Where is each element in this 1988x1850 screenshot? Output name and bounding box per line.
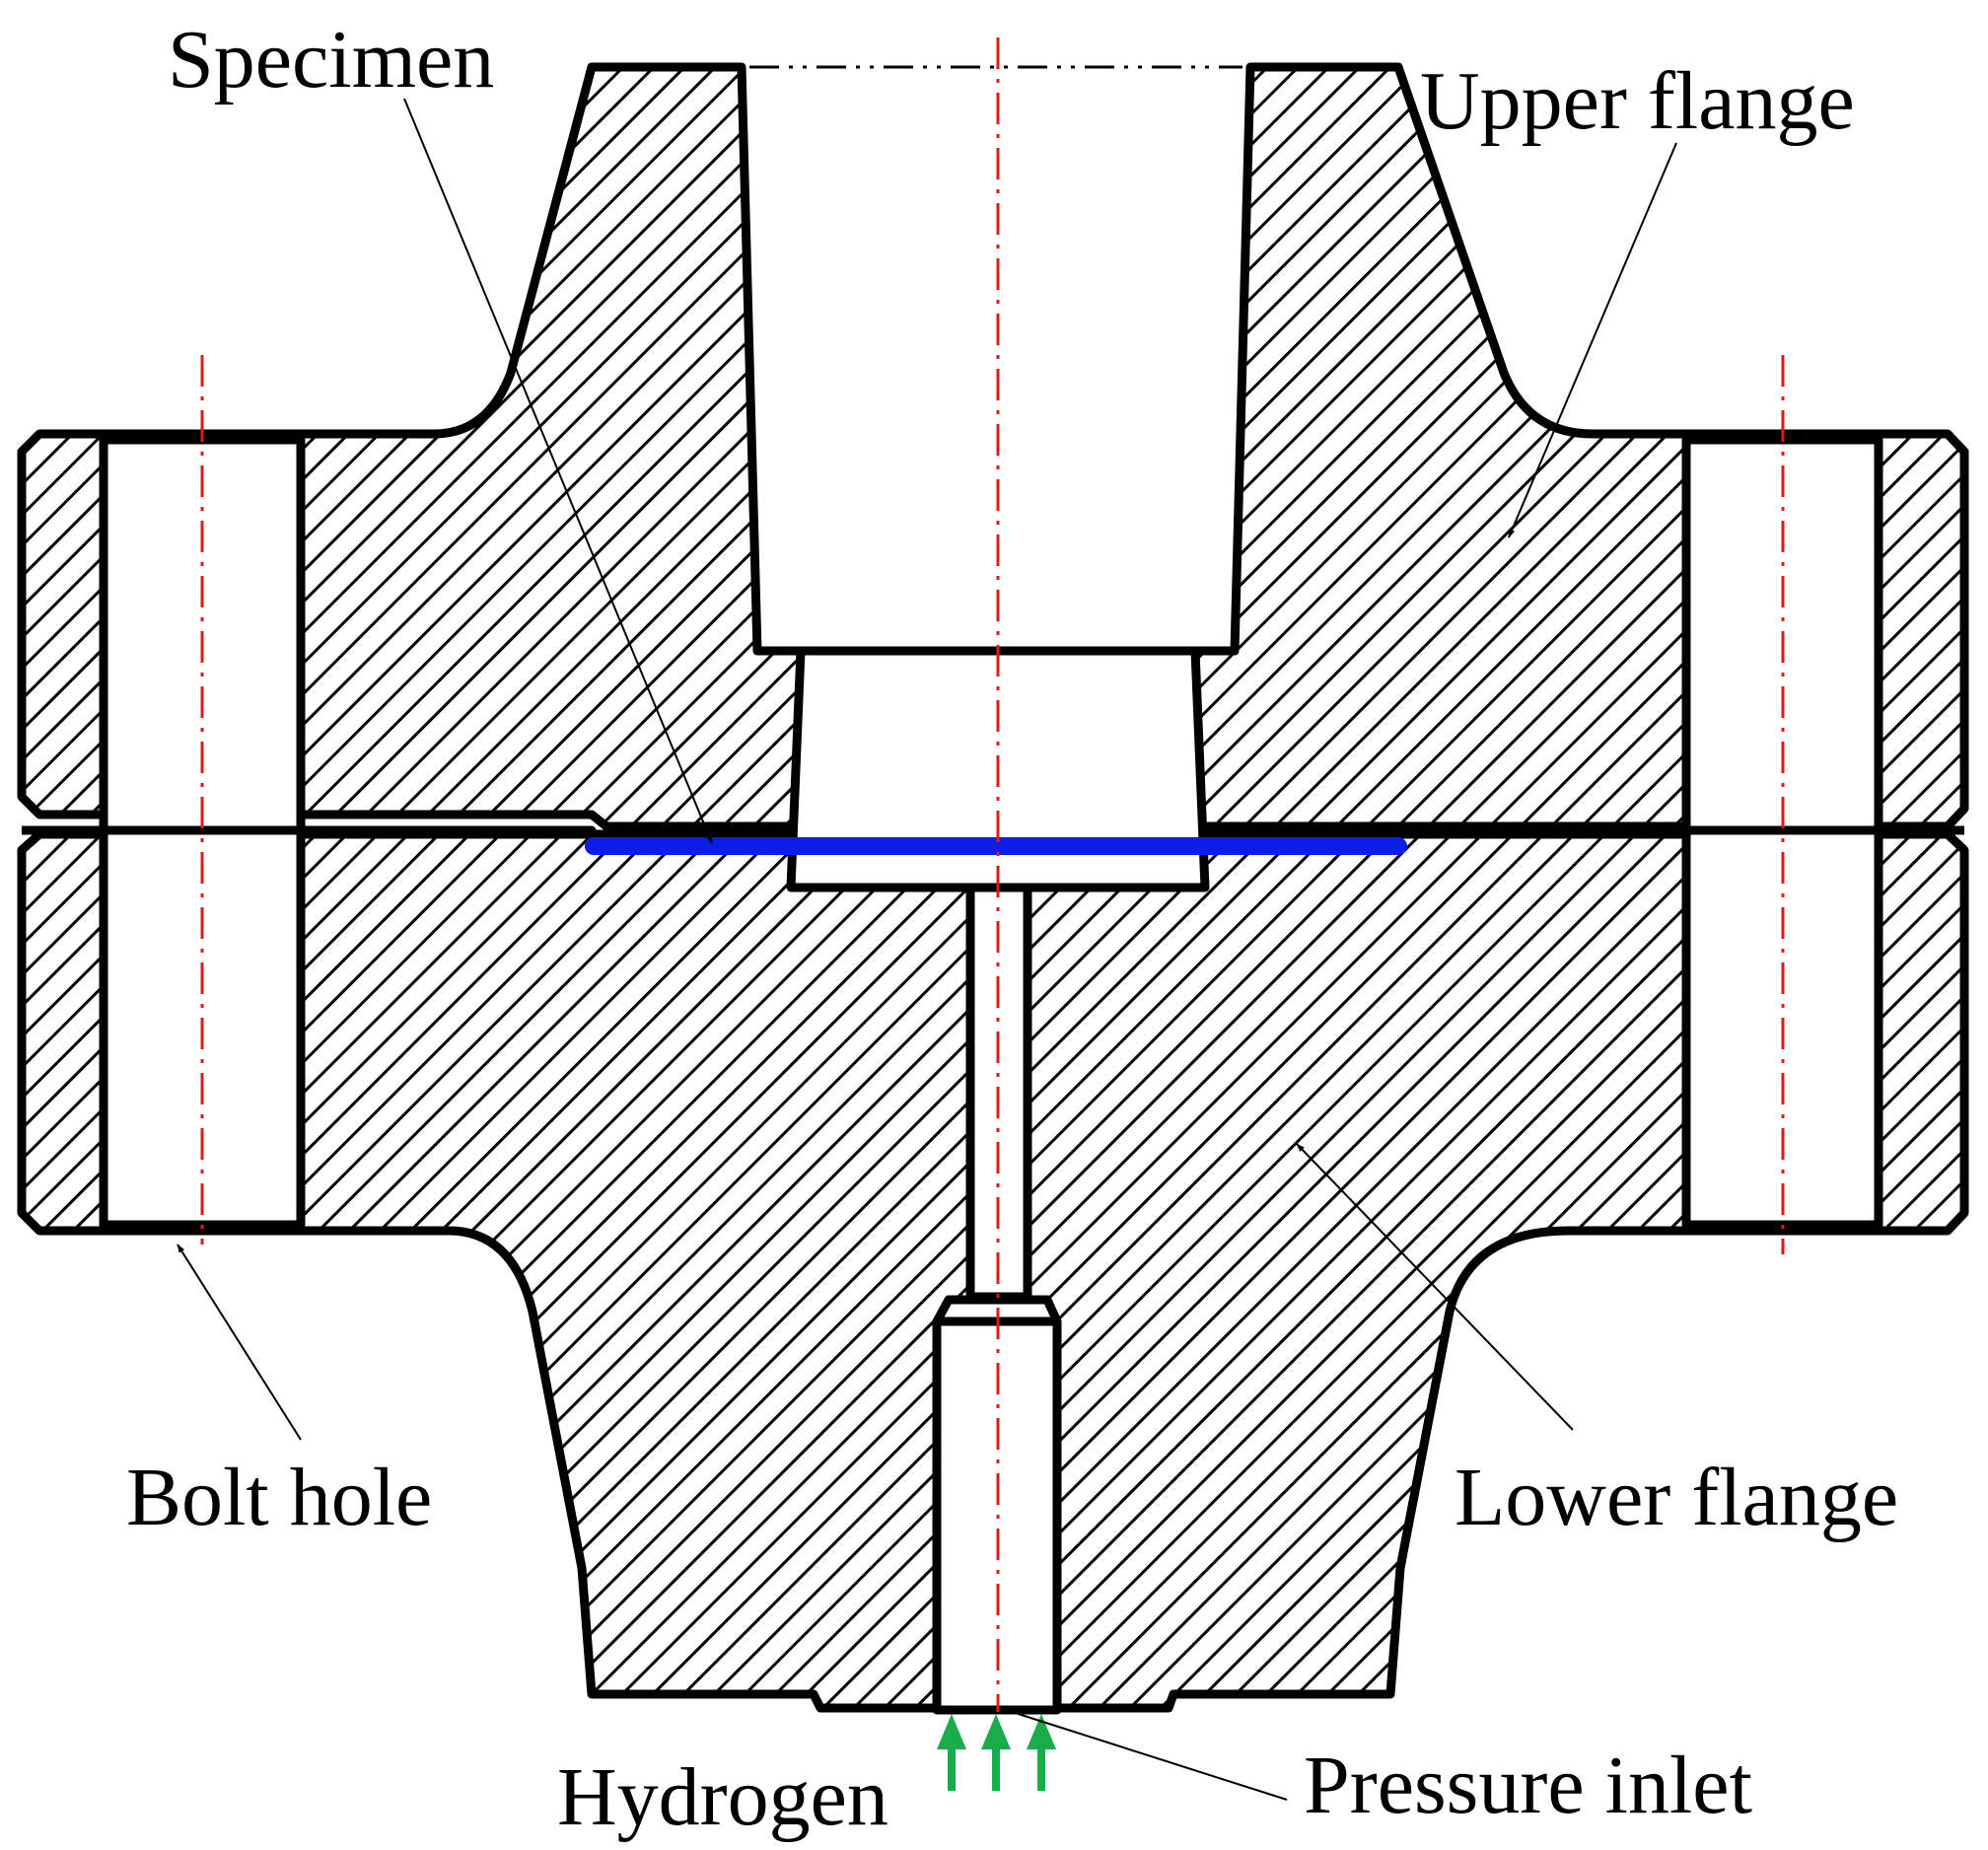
upper-flange-leader — [1508, 142, 1677, 538]
pressure-inlet-label: Pressure inlet — [1304, 1740, 1752, 1831]
hydrogen-arrow-1 — [937, 1714, 966, 1791]
hydrogen-arrow-3 — [1027, 1714, 1056, 1791]
bolt-hole-label: Bolt hole — [126, 1452, 432, 1543]
lower-flange-leader — [1296, 1143, 1574, 1431]
specimen-leader — [403, 98, 713, 844]
bolt-hole-leader — [177, 1244, 302, 1441]
pressure-inlet-leader — [1005, 1709, 1288, 1801]
specimen-label: Specimen — [168, 14, 494, 106]
hydrogen-label: Hydrogen — [557, 1751, 888, 1843]
hydrogen-flow-arrows — [937, 1714, 1056, 1791]
upper-flange-body — [17, 62, 1969, 831]
hydrogen-arrow-2 — [981, 1714, 1011, 1791]
lower-flange-label: Lower flange — [1455, 1452, 1898, 1543]
upper-flange-label: Upper flange — [1420, 55, 1855, 147]
